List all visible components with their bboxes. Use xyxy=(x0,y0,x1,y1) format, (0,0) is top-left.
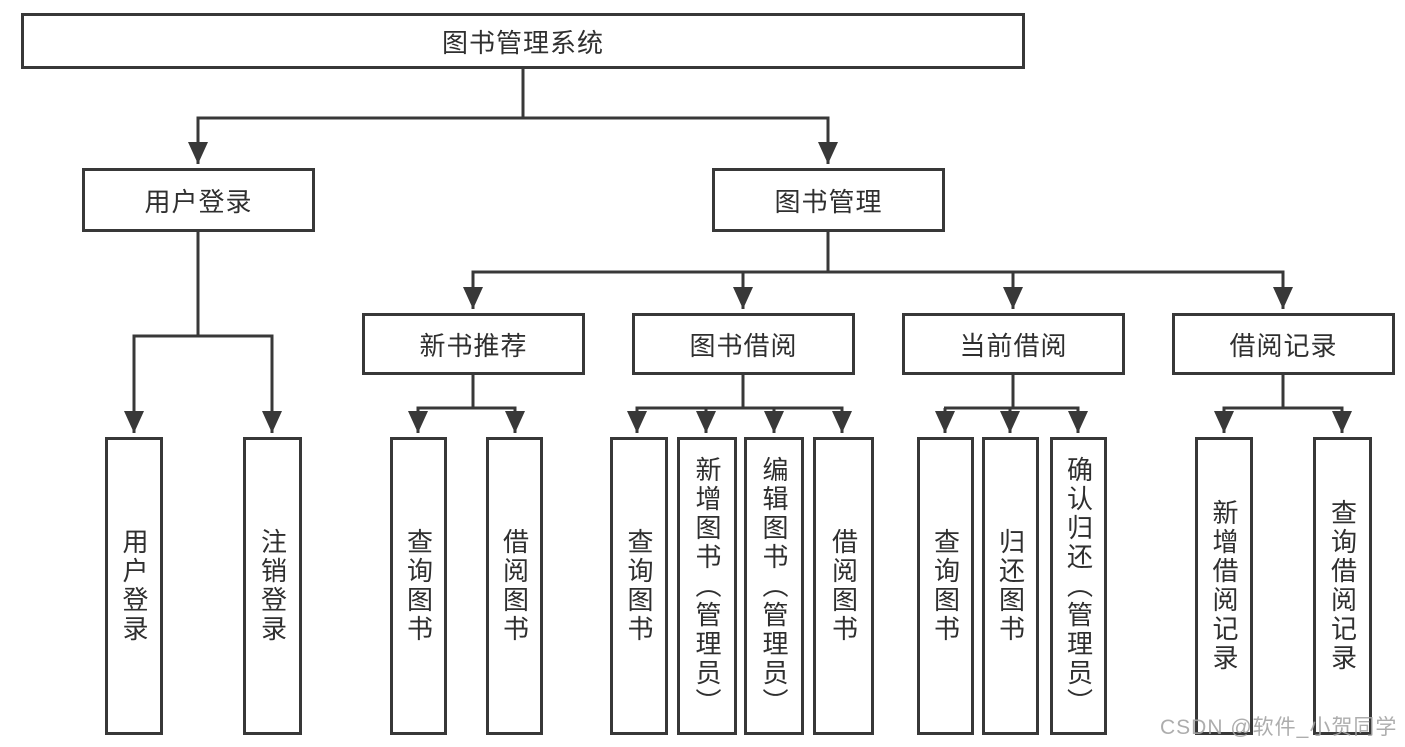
leaf-user-login: 用户登录 xyxy=(105,437,163,735)
node-label: 新书推荐 xyxy=(419,330,528,361)
leaf-borrow-book-recommend: 借阅图书 xyxy=(486,437,543,735)
leaf-label: 查询图书 xyxy=(930,528,961,644)
leaf-label: 借阅图书 xyxy=(828,528,859,644)
leaf-label: 归还图书 xyxy=(995,528,1026,644)
leaf-borrow-book: 借阅图书 xyxy=(813,437,874,735)
node-user-login: 用户登录 xyxy=(82,168,315,232)
leaf-query-borrow-record: 查询借阅记录 xyxy=(1313,437,1372,735)
node-label: 借阅记录 xyxy=(1229,330,1338,361)
leaf-edit-book-admin: 编辑图书（管理员） xyxy=(744,437,804,735)
node-library-management-system: 图书管理系统 xyxy=(21,13,1025,69)
node-label: 图书管理 xyxy=(774,186,883,217)
leaf-query-book-recommend: 查询图书 xyxy=(390,437,447,735)
leaf-label: 新增图书（管理员） xyxy=(692,455,722,717)
leaf-label: 查询图书 xyxy=(403,528,434,644)
leaf-label: 借阅图书 xyxy=(499,528,530,644)
node-label: 图书借阅 xyxy=(689,330,798,361)
leaf-label: 注销登录 xyxy=(257,528,288,644)
leaf-add-book-admin: 新增图书（管理员） xyxy=(677,437,737,735)
node-label: 用户登录 xyxy=(144,186,253,217)
leaf-query-book-current: 查询图书 xyxy=(917,437,974,735)
node-book-management: 图书管理 xyxy=(712,168,945,232)
leaf-label: 确认归还（管理员） xyxy=(1063,455,1094,717)
node-label: 图书管理系统 xyxy=(441,27,604,58)
node-new-book-recommend: 新书推荐 xyxy=(362,313,585,375)
leaf-return-book: 归还图书 xyxy=(982,437,1039,735)
leaf-label: 查询借阅记录 xyxy=(1327,499,1358,673)
csdn-watermark: CSDN @软件_小贺同学 xyxy=(1160,716,1398,739)
node-label: 当前借阅 xyxy=(959,330,1068,361)
leaf-query-book-borrow: 查询图书 xyxy=(610,437,668,735)
node-book-borrow: 图书借阅 xyxy=(632,313,855,375)
leaf-label: 查询图书 xyxy=(624,528,654,644)
node-borrow-record: 借阅记录 xyxy=(1172,313,1395,375)
leaf-confirm-return-admin: 确认归还（管理员） xyxy=(1050,437,1107,735)
leaf-label: 编辑图书（管理员） xyxy=(759,455,789,717)
leaf-label: 新增借阅记录 xyxy=(1209,499,1239,673)
node-current-borrow: 当前借阅 xyxy=(902,313,1125,375)
leaf-label: 用户登录 xyxy=(119,528,149,644)
leaf-logout-login: 注销登录 xyxy=(243,437,302,735)
leaf-add-borrow-record: 新增借阅记录 xyxy=(1195,437,1253,735)
